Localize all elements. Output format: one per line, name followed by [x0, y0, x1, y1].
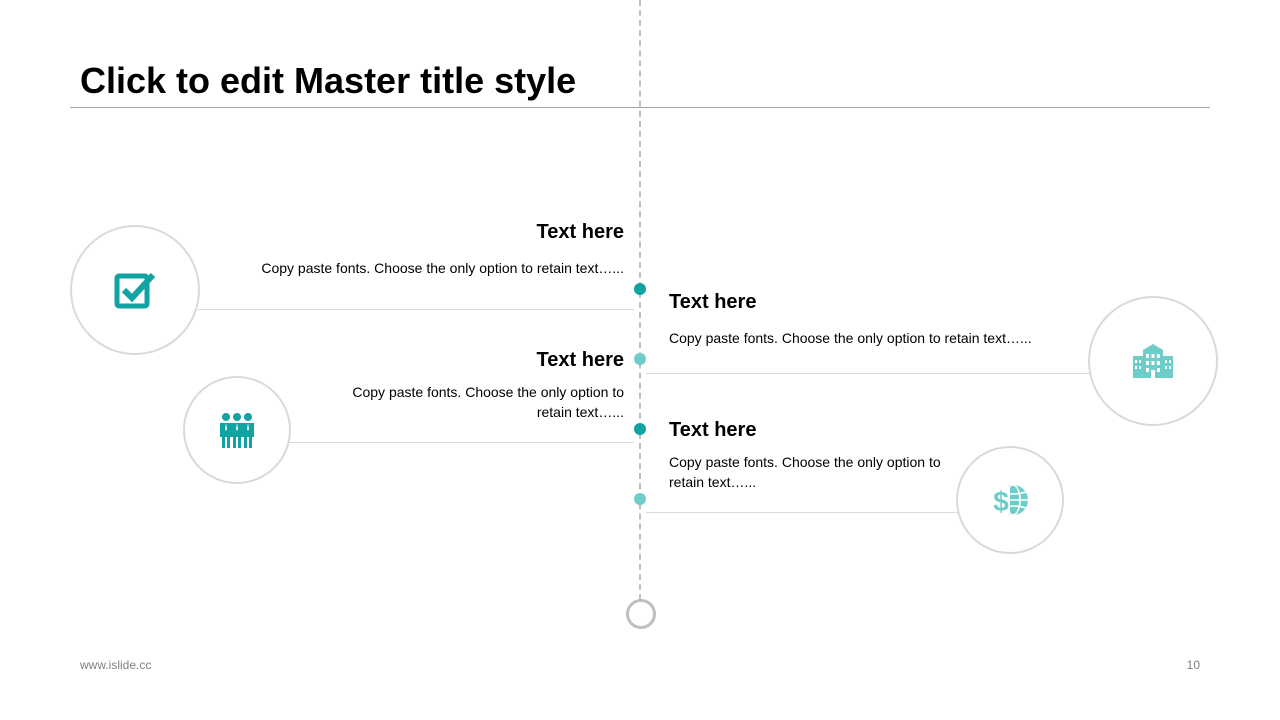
item-heading-3[interactable]: Text here [536, 349, 624, 371]
dollar-globe-icon: $ [992, 484, 1028, 517]
footer-url: www.islide.cc [80, 658, 152, 672]
timeline-dot [634, 493, 646, 505]
timeline-end-ring [626, 599, 656, 629]
item-body-4[interactable]: Copy paste fonts. Choose the only option… [669, 454, 941, 490]
icon-circle-3 [183, 376, 291, 484]
icon-circle-1 [70, 225, 200, 355]
item-heading-2[interactable]: Text here [669, 291, 757, 313]
building-icon [1133, 344, 1173, 378]
page-title[interactable]: Click to edit Master title style [80, 60, 577, 101]
connector-line [198, 309, 634, 310]
item-heading-4[interactable]: Text here [669, 419, 757, 441]
connector-line [646, 512, 958, 513]
item-body-2[interactable]: Copy paste fonts. Choose the only option… [669, 330, 1032, 346]
item-heading-1[interactable]: Text here [536, 221, 624, 243]
page-number: 10 [1186, 658, 1200, 672]
team-icon [220, 413, 254, 448]
timeline-axis [639, 0, 641, 600]
timeline-dot [634, 353, 646, 365]
connector-line [288, 442, 634, 443]
connector-line [646, 373, 1090, 374]
item-body-1[interactable]: Copy paste fonts. Choose the only option… [261, 260, 624, 276]
timeline-dot [634, 283, 646, 295]
icon-circle-4: $ [956, 446, 1064, 554]
icon-circle-2 [1088, 296, 1218, 426]
item-body-3[interactable]: Copy paste fonts. Choose the only option… [352, 384, 624, 420]
svg-text:$: $ [993, 486, 1009, 517]
timeline-dot [634, 423, 646, 435]
checkbox-icon [114, 272, 156, 309]
